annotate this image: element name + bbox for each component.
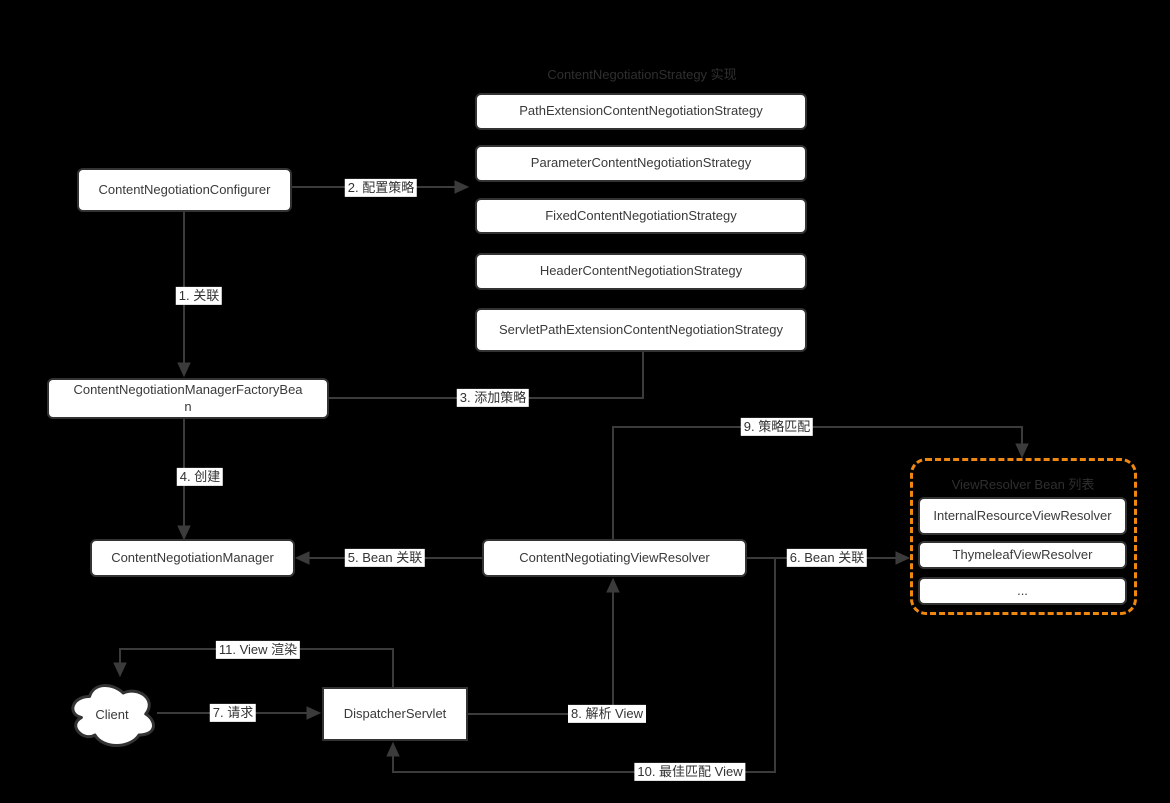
node-other-view-resolvers: ... xyxy=(918,577,1127,605)
node-content-negotiation-manager: ContentNegotiationManager xyxy=(90,539,295,577)
cloud-icon xyxy=(71,684,155,747)
edge-label-bean-assoc-manager: 5. Bean 关联 xyxy=(344,548,426,568)
node-dispatcher-servlet: DispatcherServlet xyxy=(322,687,468,741)
edge-best-match-line xyxy=(392,559,776,773)
edge-best-match-arrowhead xyxy=(386,741,400,757)
node-content-negotiation-manager-factory-bean: ContentNegotiationManagerFactoryBean xyxy=(47,378,329,419)
edge-resolve-view-arrowhead xyxy=(606,577,620,593)
edge-view-render-arrowhead xyxy=(113,662,127,678)
edge-label-strategy-match: 9. 策略匹配 xyxy=(740,417,814,437)
edge-strategy-match-arrowhead xyxy=(1015,443,1029,459)
edge-bean-assoc-resolvers-arrowhead xyxy=(895,551,911,565)
edge-label-add-strategy: 3. 添加策略 xyxy=(456,388,530,408)
node-content-negotiating-view-resolver: ContentNegotiatingViewResolver xyxy=(482,539,747,577)
node-header-strategy: HeaderContentNegotiationStrategy xyxy=(475,253,807,290)
edge-label-associate: 1. 关联 xyxy=(175,286,223,306)
node-servlet-path-extension-strategy: ServletPathExtensionContentNegotiationSt… xyxy=(475,308,807,352)
node-content-negotiation-configurer: ContentNegotiationConfigurer xyxy=(77,168,292,212)
view-resolver-group-title: ViewResolver Bean 列表 xyxy=(951,477,1095,492)
edge-resolve-view-line xyxy=(467,592,614,715)
edge-label-best-match-view: 10. 最佳匹配 View xyxy=(634,762,746,782)
node-parameter-strategy: ParameterContentNegotiationStrategy xyxy=(475,145,807,182)
edge-label-view-render: 11. View 渲染 xyxy=(215,640,301,660)
edge-label-create: 4. 创建 xyxy=(176,467,224,487)
edge-label-bean-assoc-resolvers: 6. Bean 关联 xyxy=(786,548,868,568)
edge-add-strategy-line xyxy=(298,348,644,399)
edge-request-arrowhead xyxy=(306,706,322,720)
edge-create-arrowhead xyxy=(177,525,191,541)
edge-associate-arrowhead xyxy=(177,362,191,378)
edge-label-resolve-view: 8. 解析 View xyxy=(567,704,647,724)
node-fixed-strategy: FixedContentNegotiationStrategy xyxy=(475,198,807,234)
edge-label-configure-strategy: 2. 配置策略 xyxy=(344,178,418,198)
node-thymeleaf-view-resolver: ThymeleafViewResolver xyxy=(918,541,1127,569)
edge-bean-assoc-manager-arrowhead xyxy=(294,551,310,565)
edge-label-request: 7. 请求 xyxy=(209,703,257,723)
node-internal-resource-view-resolver: InternalResourceViewResolver xyxy=(918,497,1127,535)
client-label: Client xyxy=(95,706,129,722)
node-path-extension-strategy: PathExtensionContentNegotiationStrategy xyxy=(475,93,807,130)
view-resolver-group-frame xyxy=(910,458,1137,615)
edge-strategy-match-line xyxy=(612,426,1023,539)
strategy-group-title: ContentNegotiationStrategy 实现 xyxy=(547,67,737,82)
node-client: Client xyxy=(64,676,160,752)
edge-configure-strategy-arrowhead xyxy=(454,180,470,194)
